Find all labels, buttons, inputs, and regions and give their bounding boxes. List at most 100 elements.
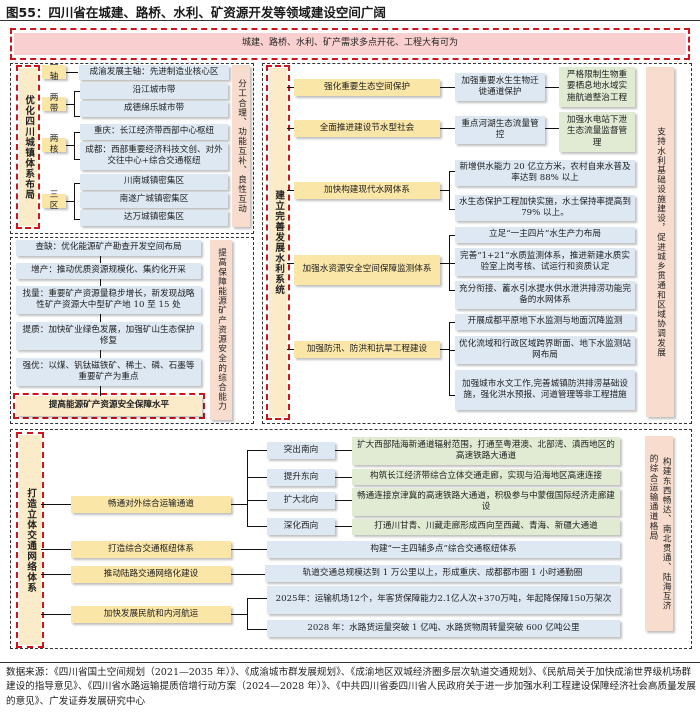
connector-line xyxy=(247,500,267,501)
urban-group-label: 一轴 xyxy=(42,61,66,82)
connector-line xyxy=(74,132,75,159)
transport-detail: 构建“一主四辅多点”综合交通枢纽体系 xyxy=(267,541,620,558)
urban-side-note: 分工合理、功能互补、良性互动 xyxy=(232,65,250,227)
connector-line xyxy=(335,450,352,451)
urban-header-frame xyxy=(16,65,40,229)
connector-line xyxy=(335,477,352,478)
connector-line xyxy=(287,190,295,191)
water-item: 充分衔接、蓄水引水提水供水泄洪排涝功能完备的水网体系 xyxy=(455,281,635,309)
connector-line xyxy=(41,504,71,505)
connector-line xyxy=(247,450,248,527)
transport-side-note-line1: 构建东西畅达、南北贯通、陆海互济 xyxy=(661,456,672,611)
connector-line xyxy=(247,598,248,629)
mineral-step: 找量：重要矿产资源量稳步增长，新发现战略性矿产资源大中型矿产地 10 至 15 … xyxy=(16,286,201,314)
transport-branch: 加快发展民航和内河航运 xyxy=(71,606,231,623)
banner: 城建、路桥、水利、矿产需求多点开花、工程大有可为 xyxy=(14,33,686,55)
banner-frame xyxy=(10,28,690,60)
water-branch: 加快构建现代水网体系 xyxy=(294,182,440,199)
connector-line xyxy=(74,219,80,220)
source-divider xyxy=(0,662,700,663)
connector-line xyxy=(449,322,450,396)
connector-line xyxy=(440,128,455,129)
connector-line xyxy=(545,87,559,88)
water-item: 新增供水能力 20 亿立方米，农村自来水普及率达到 88% 以上 xyxy=(455,160,635,186)
connector-line xyxy=(335,500,352,501)
transport-section xyxy=(10,429,692,649)
connector-line xyxy=(247,526,267,527)
connector-line xyxy=(440,190,449,191)
figure-title: 图55：四川省在城建、路桥、水利、矿资源开发等领域建设空间广阔 xyxy=(6,5,386,20)
water-branch: 加强水资源安全空间保障监测体系 xyxy=(294,255,440,285)
connector-line xyxy=(545,128,559,129)
water-item: 加强城市水文工作,完善城镇防洪排涝基础设施，强化洪水预报、河道管理等非工程措施 xyxy=(455,370,635,410)
urban-item: 成渝发展主轴：先进制造业核心区 xyxy=(79,65,229,80)
urban-item: 川南城镇密集区 xyxy=(80,174,228,190)
water-header: 建立完善发展水利系统 xyxy=(269,68,287,417)
transport-branch: 推动陆路交通网络化建设 xyxy=(71,566,231,583)
connector-line xyxy=(41,549,71,550)
water-section xyxy=(262,63,692,424)
connector-line xyxy=(449,235,455,236)
water-mid: 重点河湖生态流量管控 xyxy=(455,116,545,144)
connector-line xyxy=(66,145,74,146)
urban-group-label: 三区 xyxy=(42,190,66,211)
connector-line xyxy=(449,171,455,172)
water-end: 加强水电站下泄生态流量监督管理 xyxy=(559,112,635,152)
urban-item: 沿江城市带 xyxy=(80,83,228,99)
water-branch: 全面推进建设节水型社会 xyxy=(294,120,440,137)
water-item: 开展成都平原地下水监测与地面沉降监测 xyxy=(455,314,635,330)
water-item: 水生态保护工程加快实施，水土保持率提高到 79% 以上。 xyxy=(455,195,635,221)
transport-detail: 畅通连接京津冀的高速铁路大通道，积极参与中蒙俄国际经济走廊建设 xyxy=(352,488,620,516)
transport-sub: 深化西向 xyxy=(267,518,335,535)
mineral-step: 提质：加快矿业绿色发展，加强矿山生态保护修复 xyxy=(16,322,201,350)
mineral-goal-frame xyxy=(13,393,205,419)
transport-detail: 2025年：运输机场12个，年客货保障能力2.1亿人次+370万吨，年起降保障1… xyxy=(267,586,620,614)
connector-line xyxy=(74,91,75,117)
transport-sub: 扩大北向 xyxy=(267,492,335,509)
urban-item: 成德绵乐城市带 xyxy=(80,101,228,117)
connector-line xyxy=(287,263,295,264)
connector-line xyxy=(449,350,455,351)
urban-header: 优化四川城镇体系布局 xyxy=(19,68,37,226)
connector-line xyxy=(440,349,449,350)
source-text: 数据来源：《四川省国土空间规划（2021—2035 年）》、《成渝城市群发展规划… xyxy=(6,667,696,707)
transport-detail: 构筑长江经济带综合立体交通走廊，实现与沿海地区高速连接 xyxy=(352,469,620,485)
connector-line xyxy=(449,322,455,323)
water-end: 严格限制生物重要栖息地水域实施航道整治工程 xyxy=(559,67,635,107)
transport-detail: 扩大西部陆海新通道辐射范围，打通至粤港澳、北部湾、滇西地区的高速铁路大通道 xyxy=(352,437,620,465)
connector-line xyxy=(449,290,455,291)
water-side-note: 支持水利基础设施建设，促进城乡贯通和区域协调发展 xyxy=(646,67,674,417)
connector-line xyxy=(41,574,71,575)
title-divider xyxy=(0,20,700,21)
connector-line xyxy=(74,183,75,219)
connector-line xyxy=(231,549,267,550)
connector-line xyxy=(66,201,74,202)
connector-line xyxy=(449,263,455,264)
connector-line xyxy=(231,504,247,505)
transport-header-frame xyxy=(16,432,44,648)
water-mid: 加强重要水生生物迁徙通道保护 xyxy=(455,73,545,101)
urban-item: 成都：西部重要经济科技文创、对外交往中心+综合交通枢纽 xyxy=(80,142,228,170)
connector-line xyxy=(247,598,267,599)
connector-line xyxy=(74,132,80,133)
connector-line xyxy=(449,235,450,290)
connector-line xyxy=(247,629,267,630)
connector-line xyxy=(66,104,74,105)
transport-detail: 打通川甘青、川藏走廊形成西向至西藏、青海、新疆大通道 xyxy=(352,519,620,535)
connector-line xyxy=(231,574,267,575)
mineral-section xyxy=(10,237,254,424)
connector-line xyxy=(74,116,80,117)
connector-line xyxy=(74,91,80,92)
urban-group-label: 两带 xyxy=(42,93,66,114)
connector-line xyxy=(66,72,78,73)
connector-line xyxy=(74,159,80,160)
urban-item: 南遂广城镇密集区 xyxy=(80,192,228,208)
transport-branch: 打造综合交通枢纽体系 xyxy=(71,541,231,558)
connector-line xyxy=(247,477,267,478)
mineral-step: 强优：以煤、钒钛磁铁矿、稀土、磷、石墨等重要矿产为重点 xyxy=(16,358,201,386)
transport-side-note: 构建东西畅达、南北贯通、陆海互济 的综合运输通道格局 xyxy=(645,436,673,631)
transport-side-note-line2: 的综合运输通道格局 xyxy=(648,454,658,541)
mineral-side-note: 提高保障能源矿产资源安全的综合能力 xyxy=(210,240,232,420)
mineral-step: 查缺：优化能源矿产勘查开发空间布局 xyxy=(16,240,201,256)
connector-line xyxy=(287,349,295,350)
